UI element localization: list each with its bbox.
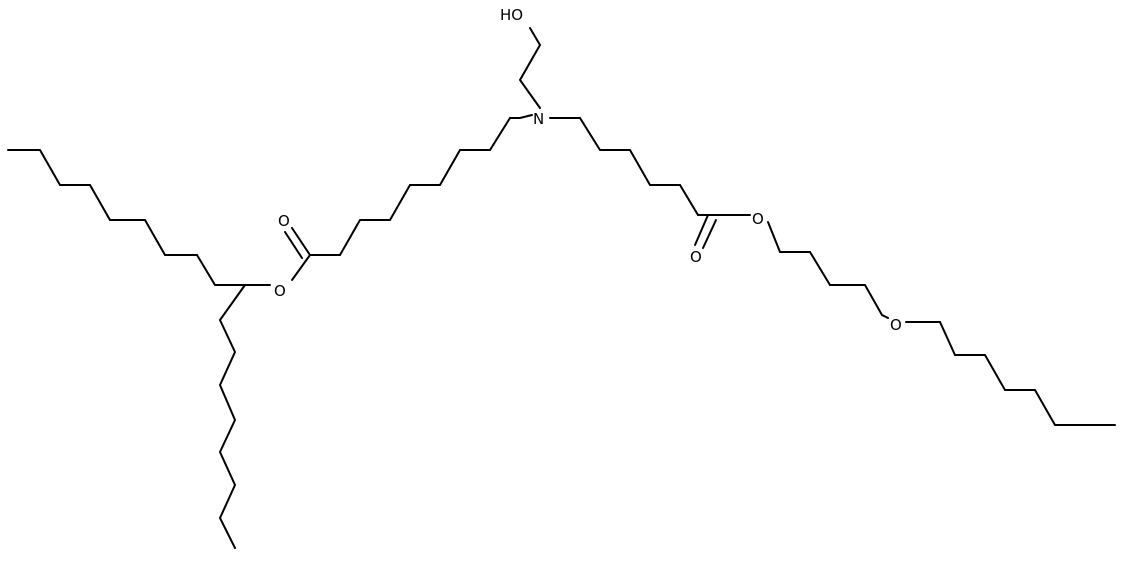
ether-o-label: O [890, 316, 902, 334]
carbonyl-left-double-2 [284, 231, 303, 259]
ester-right-carbonyl-o-label: O [690, 248, 702, 266]
nitrogen-label: N [533, 110, 544, 128]
ester-left-carbonyl-o-label: O [278, 212, 290, 230]
butyl-linker [767, 221, 889, 319]
octyl-chain-upper [7, 149, 246, 286]
bond-o-carbonyl-left [291, 254, 311, 281]
atom-labels: HO N O O O O O [274, 6, 902, 334]
ester-right-o-label: O [752, 210, 764, 228]
hydroxyl-label: HO [500, 6, 523, 24]
octyl-chain-lower [218, 284, 246, 549]
ester-left-o-label: O [274, 282, 286, 300]
linker-right [549, 117, 709, 216]
carbonyl-left-double-1 [291, 227, 311, 256]
carbonyl-right-double-1 [694, 214, 709, 246]
linker-left [309, 114, 533, 256]
hydroxyethyl-chain [518, 27, 542, 109]
carbonyl-right-double-2 [702, 219, 717, 249]
heptyl-chain [905, 321, 1116, 426]
bond-lines [7, 27, 1116, 549]
